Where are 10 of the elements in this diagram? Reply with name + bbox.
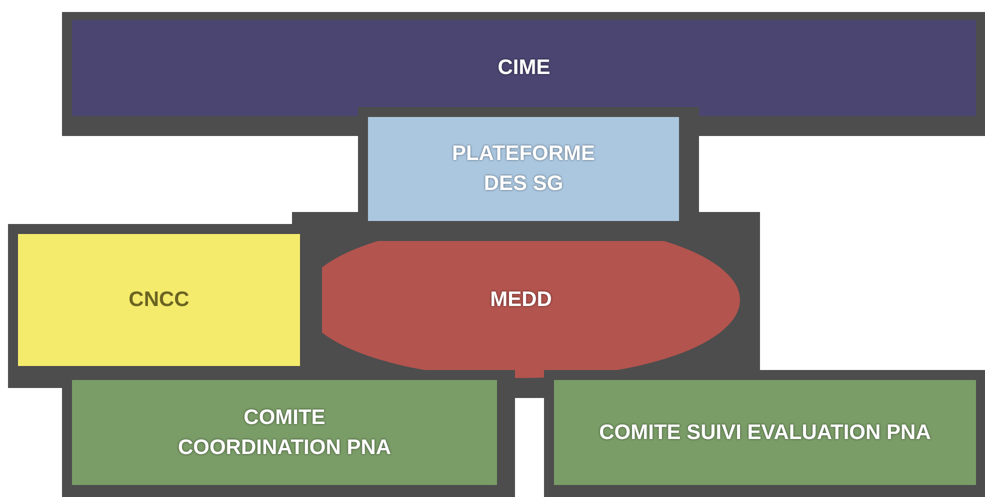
box-frame [62,12,985,136]
node-label: CNCC [128,287,190,313]
box-frame [358,107,699,241]
node-label: COMITE COORDINATION PNA [176,404,392,460]
node-label: COMITE SUIVI EVALUATION PNA [599,420,931,446]
box-frame [544,370,985,497]
node-label: MEDD [490,287,552,313]
box-frame [62,370,515,497]
node-label: PLATEFORME DES SG [450,141,596,197]
node-label: CIME [498,55,550,81]
